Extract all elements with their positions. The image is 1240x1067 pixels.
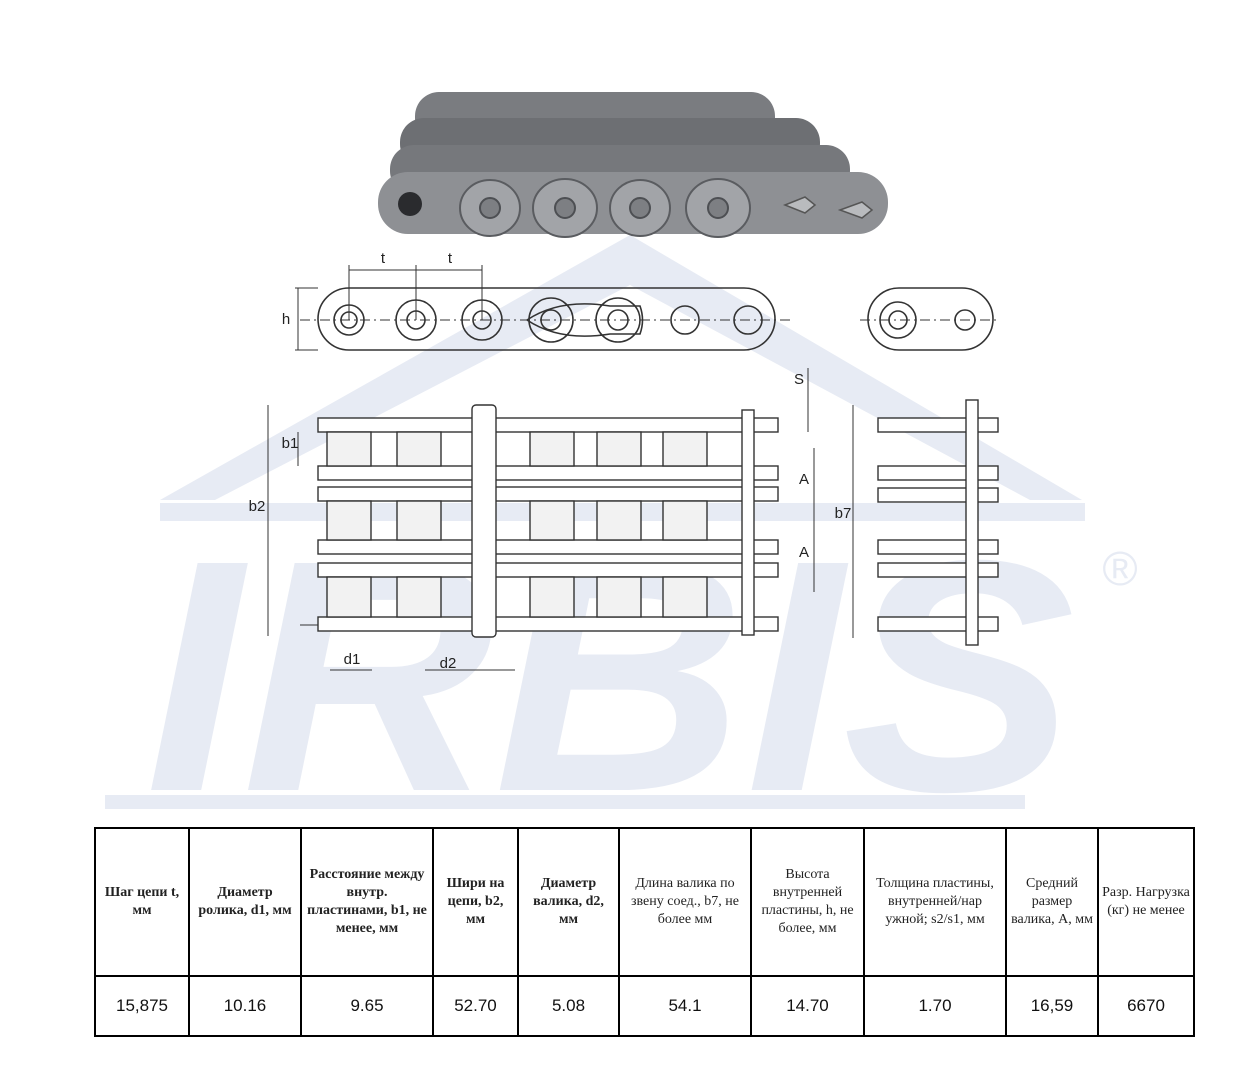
header-inner-width: Расстояние между внутр. пластинами, b1, …	[300, 827, 434, 977]
table-header-row: Шаг цепи t, мм Диаметр ролика, d1, мм Ра…	[94, 827, 1195, 977]
cell-center-distance: 16,59	[1005, 975, 1099, 1037]
chain-photo	[378, 92, 888, 238]
cell-pin-length: 54.1	[618, 975, 752, 1037]
cell-roller-diameter: 10.16	[188, 975, 302, 1037]
cell-plate-height: 14.70	[750, 975, 865, 1037]
header-plate-thickness: Толщина пластины, внутренней/нар ужной; …	[863, 827, 1007, 977]
label-inner-width: b1	[282, 435, 299, 452]
cell-pitch: 15,875	[94, 975, 190, 1037]
label-pin-length: b7	[835, 505, 852, 522]
header-breaking-load: Разр. Нагрузка (кг) не менее	[1097, 827, 1195, 977]
header-chain-width: Шири на цепи, b2, мм	[432, 827, 519, 977]
header-center-distance: Средний размер валика, A, мм	[1005, 827, 1099, 977]
label-pin-diameter: d2	[440, 655, 457, 672]
label-width: b2	[249, 498, 266, 515]
label-roller-diameter: d1	[344, 651, 361, 668]
cell-inner-width: 9.65	[300, 975, 434, 1037]
cell-pin-diameter: 5.08	[517, 975, 620, 1037]
label-thickness: S	[794, 371, 804, 388]
table-row: 15,875 10.16 9.65 52.70 5.08 54.1 14.70 …	[94, 975, 1195, 1037]
header-plate-height: Высота внутренней пластины, h, не более,…	[750, 827, 865, 977]
top-view	[267, 368, 999, 671]
label-pitch-2: t	[448, 250, 453, 267]
cell-breaking-load: 6670	[1097, 975, 1195, 1037]
header-pin-length: Длина валика по звену соед., b7, не боле…	[618, 827, 752, 977]
registered-mark: ®	[1102, 543, 1137, 596]
side-view	[295, 265, 1000, 351]
chain-specs-table: Шаг цепи t, мм Диаметр ролика, d1, мм Ра…	[94, 827, 1195, 1037]
chain-drawing: IRBIS ®	[105, 92, 1138, 820]
header-pin-diameter: Диаметр валика, d2, мм	[517, 827, 620, 977]
cell-plate-thickness: 1.70	[863, 975, 1007, 1037]
label-center-distance-1: A	[799, 471, 809, 488]
label-center-distance-2: A	[799, 544, 809, 561]
header-roller-diameter: Диаметр ролика, d1, мм	[188, 827, 302, 977]
header-pitch: Шаг цепи t, мм	[94, 827, 190, 977]
label-pitch-1: t	[381, 250, 386, 267]
cell-chain-width: 52.70	[432, 975, 519, 1037]
label-height: h	[282, 311, 290, 328]
